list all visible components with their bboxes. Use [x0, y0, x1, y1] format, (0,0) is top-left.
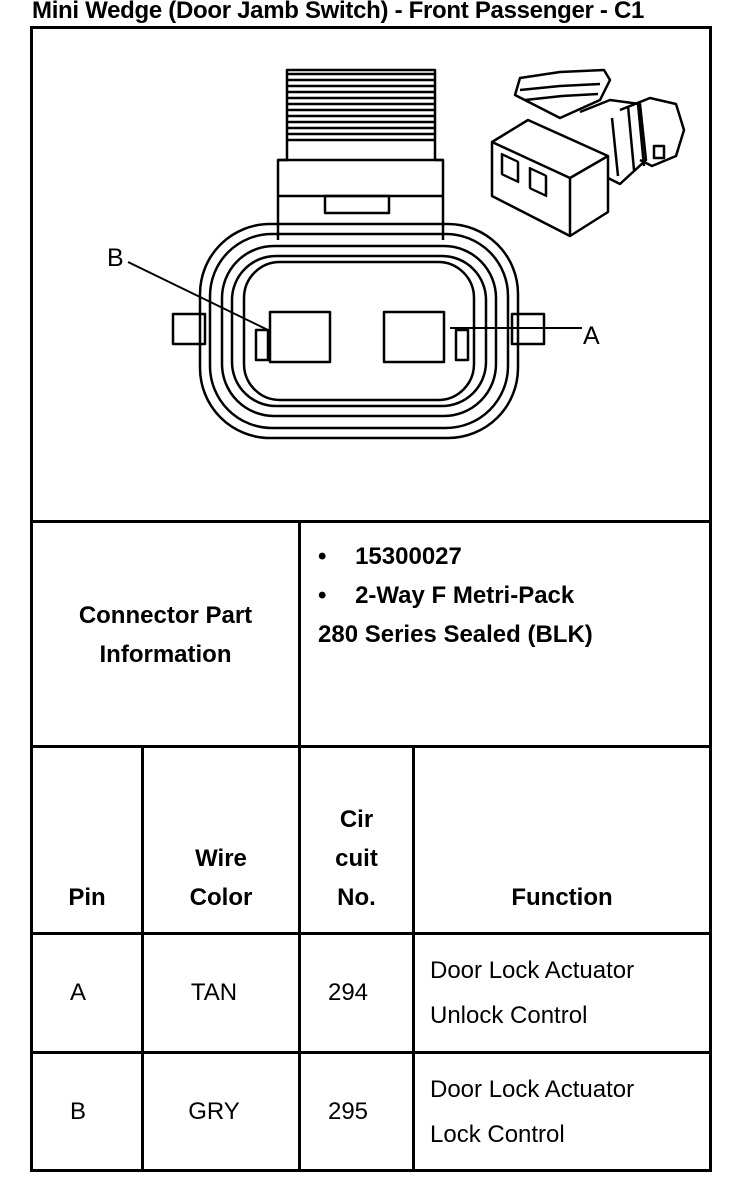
header-circuit-line3: No. — [337, 884, 376, 911]
cavity-b — [268, 310, 332, 364]
page-title: Mini Wedge (Door Jamb Switch) - Front Pa… — [32, 0, 645, 24]
label-b: B — [107, 244, 124, 272]
row-b-function: Door Lock Actuator Lock Control — [430, 1067, 634, 1157]
divider-info-bottom — [30, 745, 712, 748]
connector-body-outer — [198, 222, 520, 440]
row-a-function-line2: Unlock Control — [430, 1002, 588, 1029]
connector-lock-tab — [276, 68, 445, 240]
divider-info-column — [298, 520, 301, 748]
connector-info-label-line1: Connector Part — [78, 602, 253, 629]
row-b-function-line2: Lock Control — [430, 1121, 565, 1148]
divider-pin-column — [141, 745, 144, 1172]
divider-row-a-bottom — [30, 1051, 712, 1054]
connector-info-label-line2: Information — [99, 641, 232, 668]
row-b-pin: B — [69, 1098, 86, 1125]
connector-description-line1: 2-Way F Metri-Pack — [355, 582, 575, 609]
connector-info-label: Connector Part Information — [33, 596, 298, 674]
row-b-function-line1: Door Lock Actuator — [430, 1076, 635, 1103]
header-circuit-line2: cuit — [335, 845, 378, 872]
left-latch — [171, 312, 207, 346]
row-a-function-line1: Door Lock Actuator — [430, 957, 635, 984]
divider-circuit-column — [412, 745, 415, 1172]
bullet: • — [318, 582, 327, 609]
row-b-circuit: 295 — [327, 1098, 369, 1125]
header-wire-line1: Wire — [195, 845, 247, 872]
label-a: A — [583, 322, 600, 350]
header-circuit-line1: Cir — [339, 806, 374, 833]
row-a-wire-color: TAN — [190, 979, 238, 1006]
row-a-circuit: 294 — [327, 979, 369, 1006]
part-number-line: • 15300027 — [318, 543, 462, 571]
connector-table-frame — [30, 26, 712, 1172]
divider-wire-column — [298, 745, 301, 1172]
connector-description-line2: 280 Series Sealed (BLK) — [318, 621, 593, 648]
divider-header-bottom — [30, 932, 712, 935]
row-a-function: Door Lock Actuator Unlock Control — [430, 948, 634, 1038]
part-number: 15300027 — [355, 543, 462, 570]
connector-isometric-view — [490, 68, 686, 238]
header-circuit-no: Cir cuit No. — [301, 800, 412, 917]
divider-diagram-bottom — [30, 520, 712, 523]
bullet: • — [318, 543, 327, 570]
row-a-pin: A — [69, 979, 86, 1006]
header-function: Function — [511, 884, 613, 911]
header-wire-color: Wire Color — [144, 839, 298, 917]
description-line: • 2-Way F Metri-Pack — [318, 582, 574, 610]
row-b-wire-color: GRY — [188, 1098, 240, 1125]
cavity-a — [382, 310, 446, 364]
connector-face-diagram: B A — [107, 68, 686, 440]
header-wire-line2: Color — [189, 884, 253, 911]
header-pin: Pin — [68, 884, 106, 911]
